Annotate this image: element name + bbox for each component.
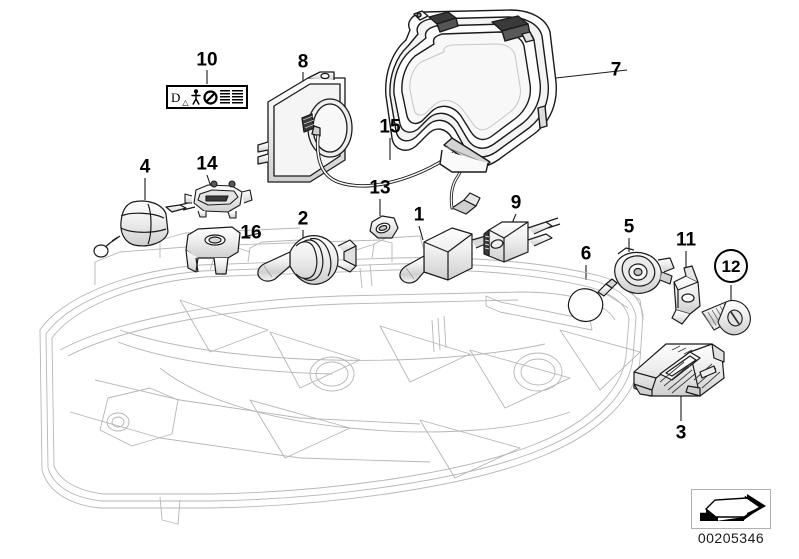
headlight-housing-assembly [39, 227, 644, 525]
callout-13[interactable]: 13 [369, 177, 391, 199]
callout-11[interactable]: 11 [675, 229, 697, 251]
diagram-part-number: 00205346 [697, 530, 765, 546]
part-9-bulb-socket-connector [483, 217, 561, 263]
callout-3[interactable]: 3 [675, 422, 687, 444]
callout-12[interactable]: 12 [714, 249, 748, 283]
triangle-icon: △ [182, 98, 189, 107]
direction-arrow-logo [691, 489, 771, 529]
callout-15[interactable]: 15 [379, 116, 401, 138]
callout-10[interactable]: 10 [196, 49, 218, 71]
part-14-spring-clip [184, 180, 253, 219]
part-6-indicator-bulb [567, 278, 618, 322]
part-11-mounting-bracket [671, 265, 701, 325]
barcode-block-1 [219, 89, 231, 105]
part-12-screw [701, 299, 751, 336]
callout-16[interactable]: 16 [240, 222, 262, 244]
label-letter-d: D [171, 89, 181, 105]
callout-14[interactable]: 14 [196, 153, 218, 175]
3d-arrow-icon [700, 492, 766, 521]
part-8-xenon-ballast [257, 71, 353, 183]
part-2-halogen-bulb [257, 235, 357, 285]
part-5-bulb-socket [614, 247, 675, 294]
part-4-leveling-motor [93, 200, 196, 258]
part-16-holder-bracket [185, 226, 241, 275]
callout-9[interactable]: 9 [510, 192, 522, 214]
callout-4[interactable]: 4 [139, 156, 151, 178]
part-3-control-module [633, 343, 725, 397]
barcode-block-2 [232, 89, 243, 105]
callout-2[interactable]: 2 [297, 208, 309, 230]
pedestrian-icon [190, 89, 201, 105]
prohibition-icon [202, 89, 218, 105]
callout-8[interactable]: 8 [297, 51, 309, 73]
callout-1[interactable]: 1 [413, 204, 425, 226]
part-7-headlight-seal [385, 9, 557, 173]
callout-5[interactable]: 5 [623, 216, 635, 238]
warning-label: D △ [166, 85, 248, 109]
callout-6[interactable]: 6 [580, 243, 592, 265]
part-13-retaining-clip [369, 215, 399, 239]
callout-7[interactable]: 7 [610, 59, 622, 81]
